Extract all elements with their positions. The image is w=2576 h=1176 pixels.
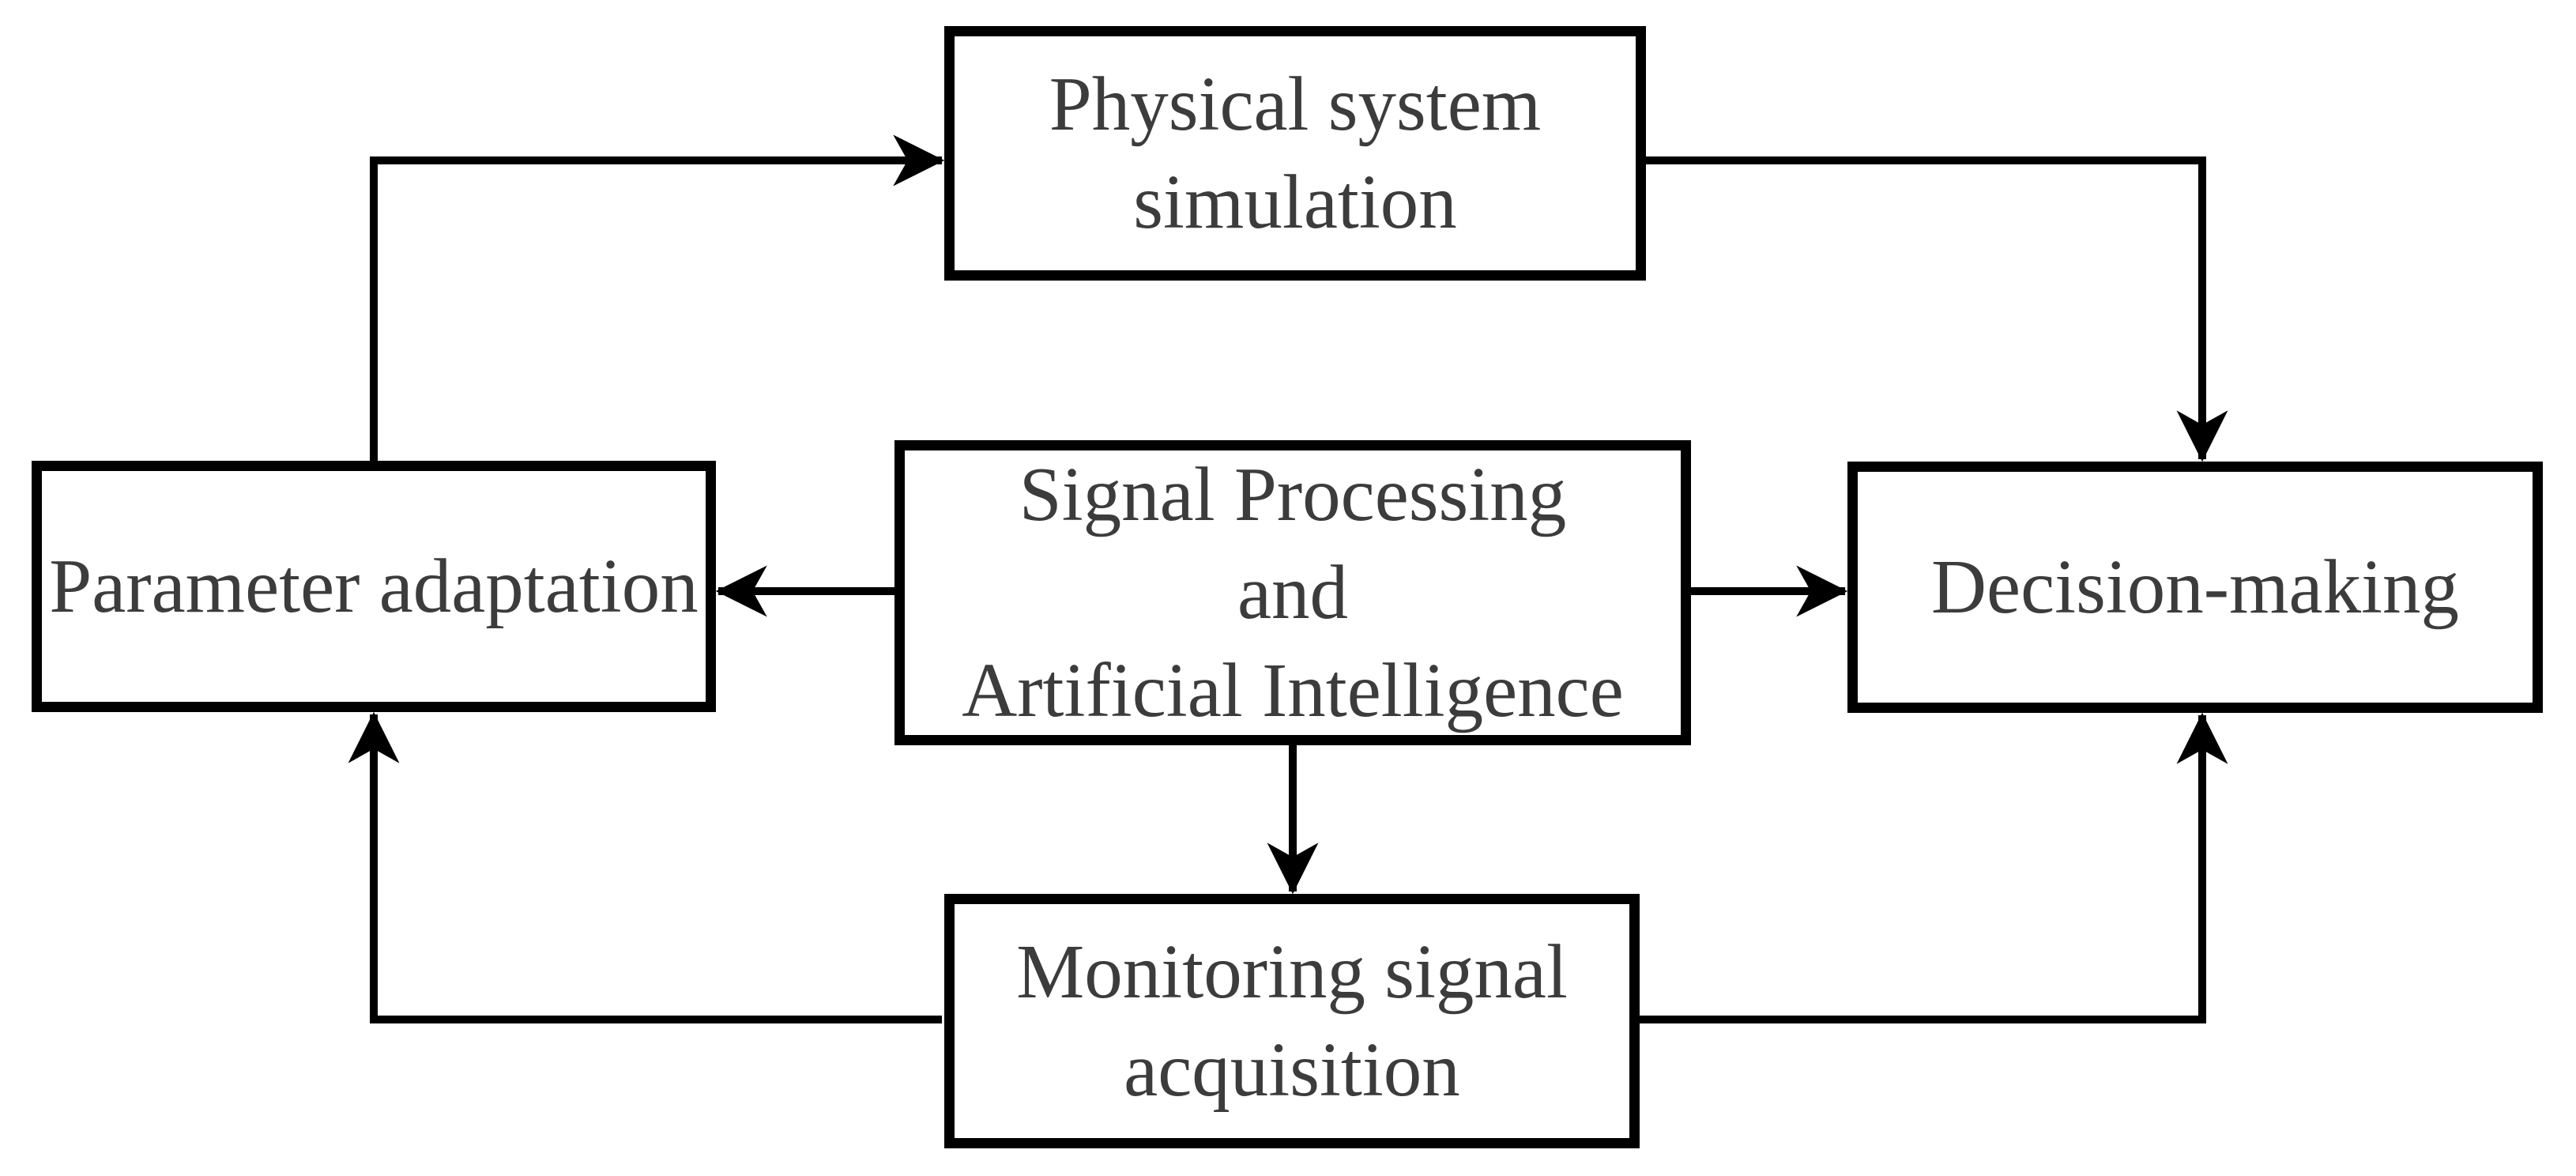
node-physical-system-simulation: Physical system simulation <box>944 26 1646 281</box>
edge-physical-to-decision <box>1644 156 2228 462</box>
edge-monitoring-to-parameter <box>348 711 942 1023</box>
node-parameter-adaptation-label: Parameter adaptation <box>49 543 699 628</box>
node-signal-processing-and-ai-label: Signal Processing and Artificial Intelli… <box>962 451 1624 733</box>
node-parameter-adaptation: Parameter adaptation <box>32 461 716 712</box>
node-signal-processing-and-ai: Signal Processing and Artificial Intelli… <box>894 440 1691 745</box>
node-monitoring-signal-acquisition-label: Monitoring signal acquisition <box>1016 929 1568 1112</box>
node-physical-system-simulation-label: Physical system simulation <box>1049 61 1542 244</box>
node-decision-making: Decision-making <box>1847 462 2543 713</box>
edge-monitoring-to-decision <box>1637 712 2228 1023</box>
node-monitoring-signal-acquisition: Monitoring signal acquisition <box>944 894 1640 1148</box>
edge-parameter-to-physical <box>370 134 945 462</box>
node-decision-making-label: Decision-making <box>1930 544 2460 629</box>
